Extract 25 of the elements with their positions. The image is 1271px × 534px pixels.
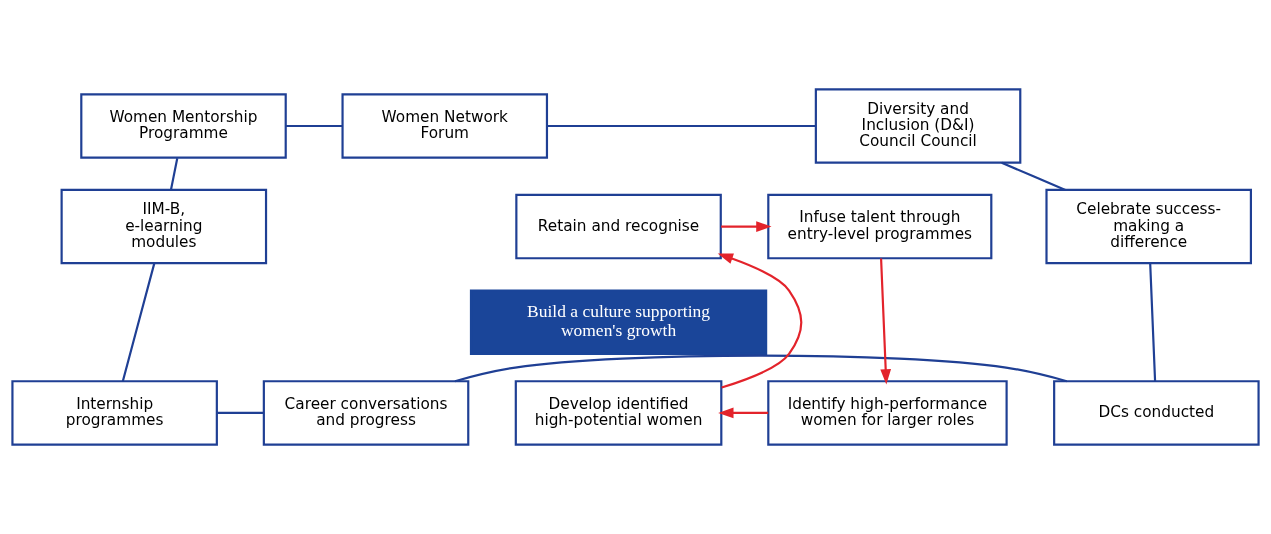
node-box: IIM-B, e-learning modules xyxy=(60,188,268,265)
connector xyxy=(454,354,1068,383)
node-box: Identify high-performance women for larger roles xyxy=(767,380,1008,446)
connector xyxy=(169,158,179,190)
node-box: Women Mentorship Programme xyxy=(80,93,287,159)
node-box: Celebrate success-making a difference xyxy=(1045,188,1252,265)
arrow xyxy=(721,221,772,232)
connector xyxy=(121,263,156,382)
node-box: Develop identified high-potential women xyxy=(514,380,723,446)
connector xyxy=(1149,263,1157,382)
arrow xyxy=(717,253,803,389)
node-box: Women Network Forum xyxy=(341,93,549,159)
connector xyxy=(286,124,343,128)
node-box: Career conversations and progress xyxy=(262,380,470,446)
connector xyxy=(547,124,816,128)
node-box: Internship programmes xyxy=(11,380,218,446)
connector xyxy=(217,411,264,415)
node-box: Retain and recognise xyxy=(515,193,722,260)
connector xyxy=(1001,161,1066,191)
arrow xyxy=(880,258,892,385)
node-box: Diversity and Inclusion (D&I) Council Council xyxy=(814,88,1022,164)
node-box: Infuse talent through entry-level programmes xyxy=(767,193,993,260)
node-box: Build a culture supporting women's growth xyxy=(469,289,768,355)
arrow xyxy=(718,407,769,419)
node-box: DCs conducted xyxy=(1053,380,1260,446)
